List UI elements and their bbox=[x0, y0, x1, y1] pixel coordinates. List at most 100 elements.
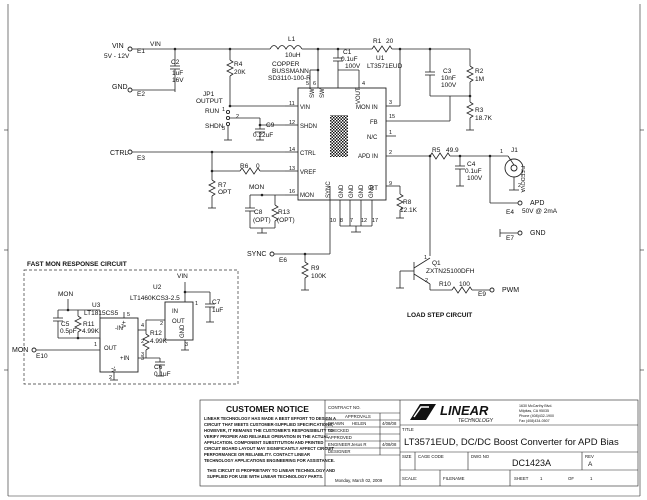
u1-pin-vin: VIN bbox=[300, 105, 310, 111]
ctrl-network: CTRL E3 R6 0 R7 OPT MON C8 (OPT) bbox=[110, 149, 295, 234]
svg-text:THIS CIRCUIT IS PROPRIETARY TO: THIS CIRCUIT IS PROPRIETARY TO LINEAR TE… bbox=[207, 468, 335, 473]
e4-label: E4 bbox=[506, 209, 514, 216]
u2-num3: 3 bbox=[185, 342, 188, 348]
approvals-label: APPROVALS bbox=[345, 414, 371, 419]
contract-no: CONTRACT NO. bbox=[328, 405, 361, 410]
apd-spec: 50V @ 2mA bbox=[522, 208, 558, 215]
jp1-pin3[interactable] bbox=[225, 121, 231, 127]
r8-value: 12.1K bbox=[400, 207, 418, 214]
u1-pinnum-7: 7 bbox=[350, 218, 353, 224]
u3-pin-minus: -IN bbox=[115, 326, 123, 332]
c8-ref: C8 bbox=[254, 209, 263, 216]
e10-terminal[interactable] bbox=[31, 347, 37, 353]
e1-terminal[interactable] bbox=[127, 46, 133, 52]
u1-pin-fb: FB bbox=[370, 120, 378, 126]
jp1-ref: JP1 bbox=[203, 91, 215, 98]
r1-value: 20 bbox=[386, 38, 394, 45]
jp1-pin2[interactable] bbox=[225, 115, 231, 121]
q1-part: ZXTN25100DFH bbox=[426, 268, 475, 275]
r4-ref: R4 bbox=[234, 61, 243, 68]
vin-net: VIN bbox=[150, 41, 161, 48]
u2-pin-gnd: GND bbox=[180, 324, 186, 338]
title-block: CUSTOMER NOTICE LINEAR TECHNOLOGY HAS MA… bbox=[199, 399, 639, 487]
e1-label: E1 bbox=[137, 48, 145, 55]
approved-label: APPROVED bbox=[328, 435, 352, 440]
r12-ref: R12 bbox=[150, 330, 162, 337]
svg-text:LINEAR TECHNOLOGY HAS MADE A B: LINEAR TECHNOLOGY HAS MADE A BEST EFFORT… bbox=[204, 416, 336, 421]
svg-text:PERFORMANCE OR RELIABILITY. CO: PERFORMANCE OR RELIABILITY. CONTACT LINE… bbox=[204, 452, 310, 457]
u3-pin-vminus: V- bbox=[112, 366, 118, 372]
cage-label: CAGE CODE bbox=[418, 454, 444, 459]
jp1-shdn: SHDN bbox=[205, 123, 224, 130]
u1-pin-gnd4: GND bbox=[369, 184, 375, 198]
u1-pinnum-8: 8 bbox=[340, 218, 343, 224]
e7-terminal[interactable] bbox=[517, 230, 523, 236]
u1-exposed-pad bbox=[330, 115, 348, 157]
jp1-pin1[interactable] bbox=[225, 109, 231, 115]
u1-pinnum-12b: 12 bbox=[361, 218, 367, 224]
address-1: 1630 McCarthy Blvd. bbox=[519, 404, 552, 408]
e3-terminal[interactable] bbox=[127, 149, 133, 155]
sync-label: SYNC bbox=[247, 251, 266, 258]
c9-ref: C9 bbox=[266, 122, 275, 129]
u3-inner-pin2: 2 bbox=[141, 339, 144, 345]
u1-pin-sw2: SW bbox=[320, 88, 326, 98]
u1-pin-rt: RT bbox=[370, 186, 378, 192]
r2-value: 1M bbox=[475, 76, 484, 83]
c3-ref: C3 bbox=[443, 68, 452, 75]
e2-terminal[interactable] bbox=[127, 87, 133, 93]
u3-body bbox=[99, 317, 139, 373]
date-line: Monday, March 02, 2009 bbox=[335, 478, 383, 483]
j1-pin1: 1 bbox=[500, 149, 503, 155]
svg-text:TECHNOLOGY APPLICATIONS ENGINE: TECHNOLOGY APPLICATIONS ENGINEERING FOR … bbox=[204, 458, 335, 463]
u1-pin-gnd2: GND bbox=[349, 184, 355, 198]
svg-text:APPLICATION. COMPONENT SUBSTIT: APPLICATION. COMPONENT SUBSTITUTION AND … bbox=[204, 440, 323, 445]
e10-label: E10 bbox=[36, 353, 48, 360]
u2-num2: 2 bbox=[160, 321, 163, 327]
c1-voltage: 100V bbox=[345, 63, 361, 70]
checked-label: CHECKED bbox=[328, 428, 349, 433]
scale-label: SCALE: bbox=[402, 476, 417, 481]
c2-value: 1uF bbox=[172, 70, 183, 77]
load-step-circuit: Q1 ZXTN25100DFH 1 R10 100 E9 PWM LOAD ST… bbox=[396, 154, 519, 319]
u1-pinnum-17: 17 bbox=[372, 218, 378, 224]
e8-label: E8 bbox=[496, 240, 504, 247]
l1-ref: L1 bbox=[288, 36, 296, 43]
c4-value: 0.1uF bbox=[465, 168, 482, 175]
gnd-label: GND bbox=[112, 84, 128, 91]
mon-net2: MON bbox=[58, 291, 73, 298]
jp1-run: RUN bbox=[205, 108, 219, 115]
e4-terminal[interactable] bbox=[517, 200, 523, 206]
sync-network: SYNC E6 R9 100K bbox=[247, 251, 330, 291]
u2-ref: U2 bbox=[153, 284, 162, 291]
l1-mfg1: COPPER bbox=[272, 61, 300, 68]
c8-value: (OPT) bbox=[253, 217, 271, 224]
u3-num4: 4 bbox=[141, 323, 144, 329]
u1-pin-apdin: APD IN bbox=[358, 154, 378, 160]
ctrl-label: CTRL bbox=[110, 150, 128, 157]
fast-mon-title: FAST MON RESPONSE CIRCUIT bbox=[27, 261, 127, 268]
dwg-label: DWG NO bbox=[471, 454, 490, 459]
u1-pin-sw1: SW bbox=[310, 88, 316, 98]
jp1-num3: 3 bbox=[222, 126, 225, 132]
c4-voltage: 100V bbox=[467, 175, 483, 182]
jumper-jp1: JP1 OUTPUT RUN SHDN 1 2 3 C9 0.22uF bbox=[196, 91, 285, 141]
e9-terminal[interactable] bbox=[489, 287, 495, 293]
address-4: Fax (408)434-0507 bbox=[519, 419, 550, 423]
e6-terminal[interactable] bbox=[269, 251, 275, 257]
u2-pin-out: OUT bbox=[172, 319, 185, 325]
r3-ref: R3 bbox=[475, 107, 484, 114]
l1-value: 10uH bbox=[285, 52, 301, 59]
of-label: OF bbox=[568, 476, 574, 481]
address-3: Phone (408)432-1900 bbox=[519, 414, 554, 418]
vin-input: VIN 5V - 12V E1 VIN C2 1uF 16V GND E2 R4… bbox=[104, 41, 270, 98]
u1-pin-ctrl: CTRL bbox=[300, 151, 316, 157]
jp1-output: OUTPUT bbox=[196, 98, 223, 105]
svg-text:VERIFY PROPER AND RELIABLE OPE: VERIFY PROPER AND RELIABLE OPERATION IN … bbox=[204, 434, 329, 439]
c1-value: 0.1uF bbox=[341, 56, 358, 63]
jp1-num1: 1 bbox=[222, 107, 225, 113]
vin-range: 5V - 12V bbox=[104, 53, 130, 60]
output-network: C1 0.1uF 100V R1 20 C3 10nF 100V R2 1M R… bbox=[318, 38, 493, 131]
u1-pinnum-6: 6 bbox=[313, 81, 316, 87]
engineer-date: 4/08/08 bbox=[382, 442, 397, 447]
